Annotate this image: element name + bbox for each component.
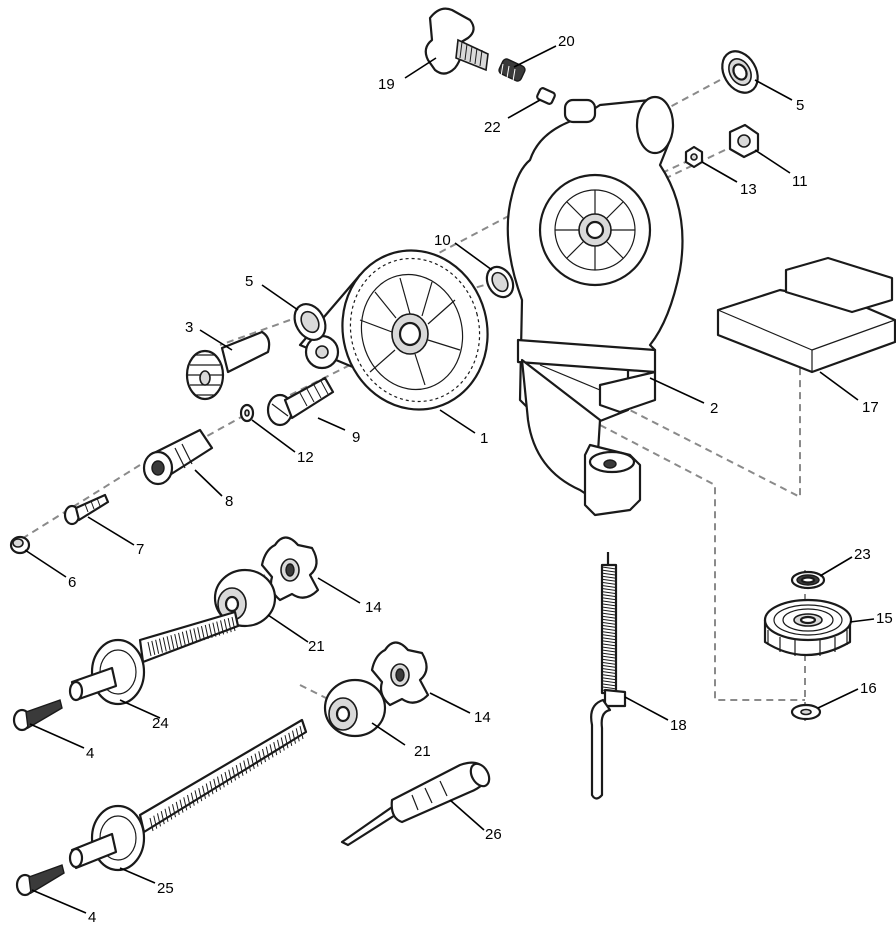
part-7-small-screw xyxy=(63,493,110,526)
callout-23: 23 xyxy=(854,546,871,563)
callout-3: 3 xyxy=(185,319,193,336)
part-13-small-nut xyxy=(684,145,704,169)
part-21-cup-upper xyxy=(213,568,277,628)
part-17-rail-block xyxy=(716,256,896,374)
part-22-pin xyxy=(536,87,556,105)
part-15-wheel xyxy=(763,598,853,657)
callout-1: 1 xyxy=(480,430,488,447)
part-2-main-housing xyxy=(506,95,684,517)
part-11-nut xyxy=(728,123,760,159)
callout-4-upper: 4 xyxy=(86,745,94,762)
callout-24: 24 xyxy=(152,715,169,732)
part-19-wing-screw xyxy=(424,7,489,75)
callout-labels: 19 20 22 5 11 13 10 5 3 9 1 12 2 17 8 7 … xyxy=(68,33,893,926)
callout-14-upper: 14 xyxy=(365,599,382,616)
callout-21-lower: 21 xyxy=(414,743,431,760)
callout-26: 26 xyxy=(485,826,502,843)
callout-8: 8 xyxy=(225,493,233,510)
part-23-star-washer xyxy=(790,570,826,590)
callout-11: 11 xyxy=(792,173,808,190)
part-26-screwdriver xyxy=(340,761,491,847)
part-6-cap xyxy=(9,535,31,555)
part-18-threaded-rod xyxy=(590,552,627,800)
callout-6: 6 xyxy=(68,574,76,591)
callout-9: 9 xyxy=(352,429,360,446)
callout-7: 7 xyxy=(136,541,144,558)
part-25-clamp-screw-long xyxy=(68,718,308,872)
part-10-bearing xyxy=(485,265,515,299)
callout-20: 20 xyxy=(558,33,575,50)
callout-2: 2 xyxy=(710,400,718,417)
callout-13: 13 xyxy=(740,181,757,198)
callout-5-upper: 5 xyxy=(796,97,804,114)
callout-22: 22 xyxy=(484,119,501,136)
part-20-spring xyxy=(498,58,526,82)
callout-21-upper: 21 xyxy=(308,638,325,655)
callout-10: 10 xyxy=(434,232,451,249)
callout-15: 15 xyxy=(876,610,893,627)
callout-25: 25 xyxy=(157,880,174,897)
callout-5-lower: 5 xyxy=(245,273,253,290)
part-16-washer xyxy=(790,703,822,721)
part-21-cup-lower xyxy=(323,678,387,738)
part-4-screw-upper xyxy=(12,699,63,732)
part-24-clamp-screw-short xyxy=(68,610,240,706)
part-5-bearing-lower xyxy=(293,303,327,341)
part-9-bolt xyxy=(266,376,335,427)
callout-leaders xyxy=(24,45,875,914)
callout-18: 18 xyxy=(670,717,687,734)
callout-16: 16 xyxy=(860,680,877,697)
part-14-knob-lower xyxy=(370,641,430,707)
part-4-screw-lower xyxy=(15,864,65,897)
part-14-knob-upper xyxy=(260,536,320,602)
part-3-pinion-shaft xyxy=(185,330,271,401)
callout-19: 19 xyxy=(378,76,395,93)
part-5-bearing-upper xyxy=(721,50,759,94)
callout-4-lower: 4 xyxy=(88,909,96,926)
part-8-collet xyxy=(142,428,214,486)
callout-14-lower: 14 xyxy=(474,709,491,726)
part-12-washer xyxy=(239,403,255,423)
callout-17: 17 xyxy=(862,399,879,416)
callout-12: 12 xyxy=(297,449,314,466)
part-1-large-gear xyxy=(298,249,489,411)
